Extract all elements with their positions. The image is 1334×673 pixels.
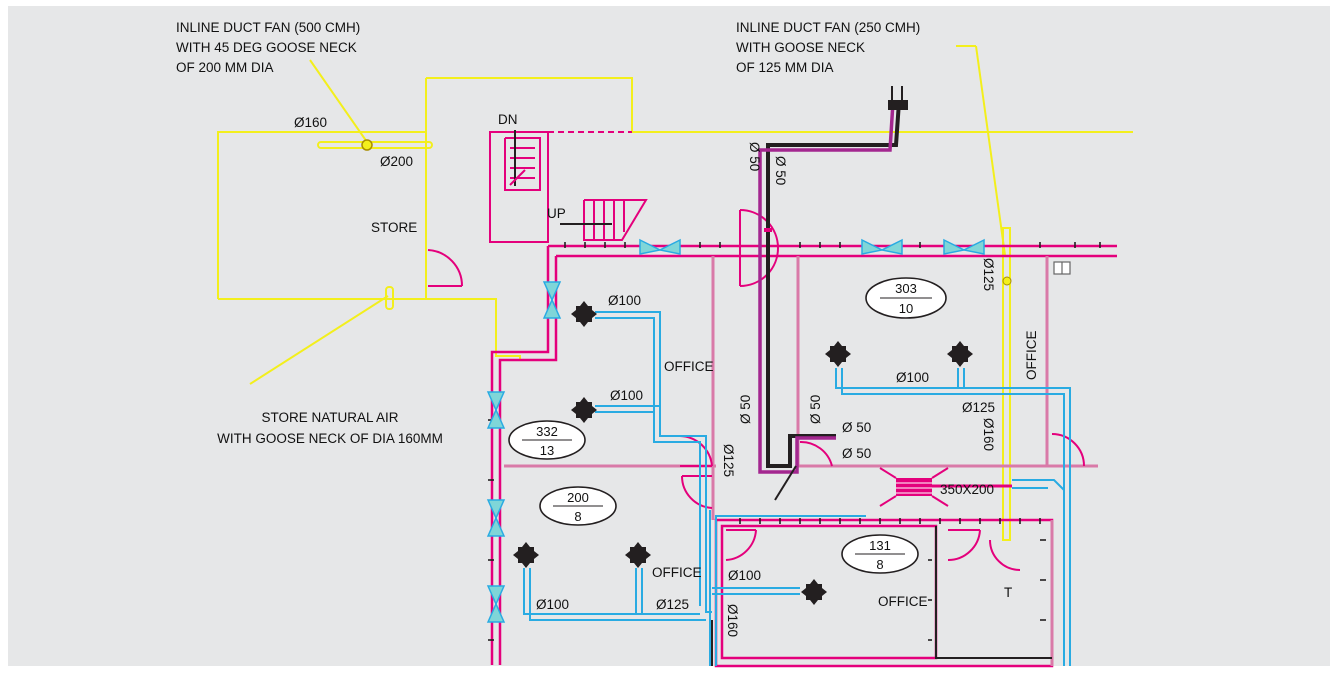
callout-line: WITH 45 DEG GOOSE NECK bbox=[176, 40, 357, 55]
duct-size-label: Ø100 bbox=[728, 568, 761, 583]
duct-size-label: Ø160 bbox=[294, 115, 327, 130]
panel-icon bbox=[1053, 261, 1071, 275]
duct-size-label: Ø 50 bbox=[747, 142, 762, 171]
room-label-office: OFFICE bbox=[878, 594, 928, 609]
duct-size-label: Ø100 bbox=[608, 293, 641, 308]
callout-store-air: STORE NATURAL AIR WITH GOOSE NECK OF DIA… bbox=[217, 410, 443, 446]
callout-line: OF 200 MM DIA bbox=[176, 60, 274, 75]
duct-size-label: Ø100 bbox=[536, 597, 569, 612]
duct-size-label: Ø125 bbox=[721, 444, 736, 477]
tag-top: 332 bbox=[536, 424, 558, 439]
stair-label-up: UP bbox=[547, 206, 566, 221]
duct-size-label: Ø 50 bbox=[738, 395, 753, 424]
stair-label-dn: DN bbox=[498, 112, 518, 127]
duct-size-label: Ø 50 bbox=[773, 156, 788, 185]
tag-bottom: 13 bbox=[540, 443, 554, 458]
black-partition bbox=[711, 526, 1052, 666]
room-label-office: OFFICE bbox=[664, 359, 714, 374]
fan-250-icon bbox=[888, 86, 908, 110]
exhaust-duct-black bbox=[758, 101, 901, 501]
callout-fan-250: INLINE DUCT FAN (250 CMH) WITH GOOSE NEC… bbox=[736, 20, 920, 75]
stair-up-icon bbox=[560, 199, 648, 241]
diffuser-icon bbox=[513, 301, 973, 605]
duct-size-label: Ø125 bbox=[962, 400, 995, 415]
duct-size-label: Ø 50 bbox=[842, 446, 871, 461]
tag-top: 131 bbox=[869, 538, 891, 553]
callout-line: OF 125 MM DIA bbox=[736, 60, 834, 75]
room-tag-131: 131 8 bbox=[841, 534, 919, 574]
damper-icon bbox=[486, 238, 985, 623]
supply-duct-cyan bbox=[523, 311, 1071, 666]
callout-line: WITH GOOSE NECK bbox=[736, 40, 865, 55]
room-tag-200: 200 8 bbox=[539, 486, 617, 526]
duct-size-label: Ø125 bbox=[656, 597, 689, 612]
tag-top: 303 bbox=[895, 281, 917, 296]
callout-line: STORE NATURAL AIR bbox=[261, 410, 398, 425]
callout-line: WITH GOOSE NECK OF DIA 160MM bbox=[217, 431, 443, 446]
stair-dn-icon bbox=[489, 130, 632, 243]
drawing-background bbox=[8, 6, 1330, 666]
duct-size-label: Ø160 bbox=[725, 604, 740, 637]
room-label-office: OFFICE bbox=[652, 565, 702, 580]
callout-fan-500: INLINE DUCT FAN (500 CMH) WITH 45 DEG GO… bbox=[176, 20, 360, 75]
tag-bottom: 10 bbox=[899, 301, 913, 316]
duct-size-label: Ø100 bbox=[610, 388, 643, 403]
room-label-t: T bbox=[1004, 585, 1012, 600]
room-label-office: OFFICE bbox=[1024, 331, 1039, 381]
fan-500-icon bbox=[361, 139, 373, 151]
tag-top: 200 bbox=[567, 490, 589, 505]
duct-size-label: Ø100 bbox=[896, 370, 929, 385]
room-tag-332: 332 13 bbox=[508, 420, 586, 460]
room-tag-303: 303 10 bbox=[865, 277, 947, 319]
door-swing-icon bbox=[427, 209, 1085, 571]
duct-size-label: 350X200 bbox=[940, 482, 994, 497]
callout-line: INLINE DUCT FAN (500 CMH) bbox=[176, 20, 360, 35]
room-label-store: STORE bbox=[371, 220, 417, 235]
duct-size-label: Ø 50 bbox=[842, 420, 871, 435]
duct-size-label: Ø 50 bbox=[808, 395, 823, 424]
tag-bottom: 8 bbox=[574, 509, 581, 524]
duct-size-label: Ø160 bbox=[981, 418, 996, 451]
rect-duct-icon bbox=[879, 467, 1012, 507]
fan-250-goose-icon bbox=[1002, 276, 1012, 286]
duct-size-label: Ø200 bbox=[380, 154, 413, 169]
tag-bottom: 8 bbox=[876, 557, 883, 572]
yellow-walls bbox=[217, 45, 1133, 541]
pink-partitions bbox=[504, 256, 1098, 666]
callout-line: INLINE DUCT FAN (250 CMH) bbox=[736, 20, 920, 35]
duct-size-label: Ø125 bbox=[981, 258, 996, 291]
